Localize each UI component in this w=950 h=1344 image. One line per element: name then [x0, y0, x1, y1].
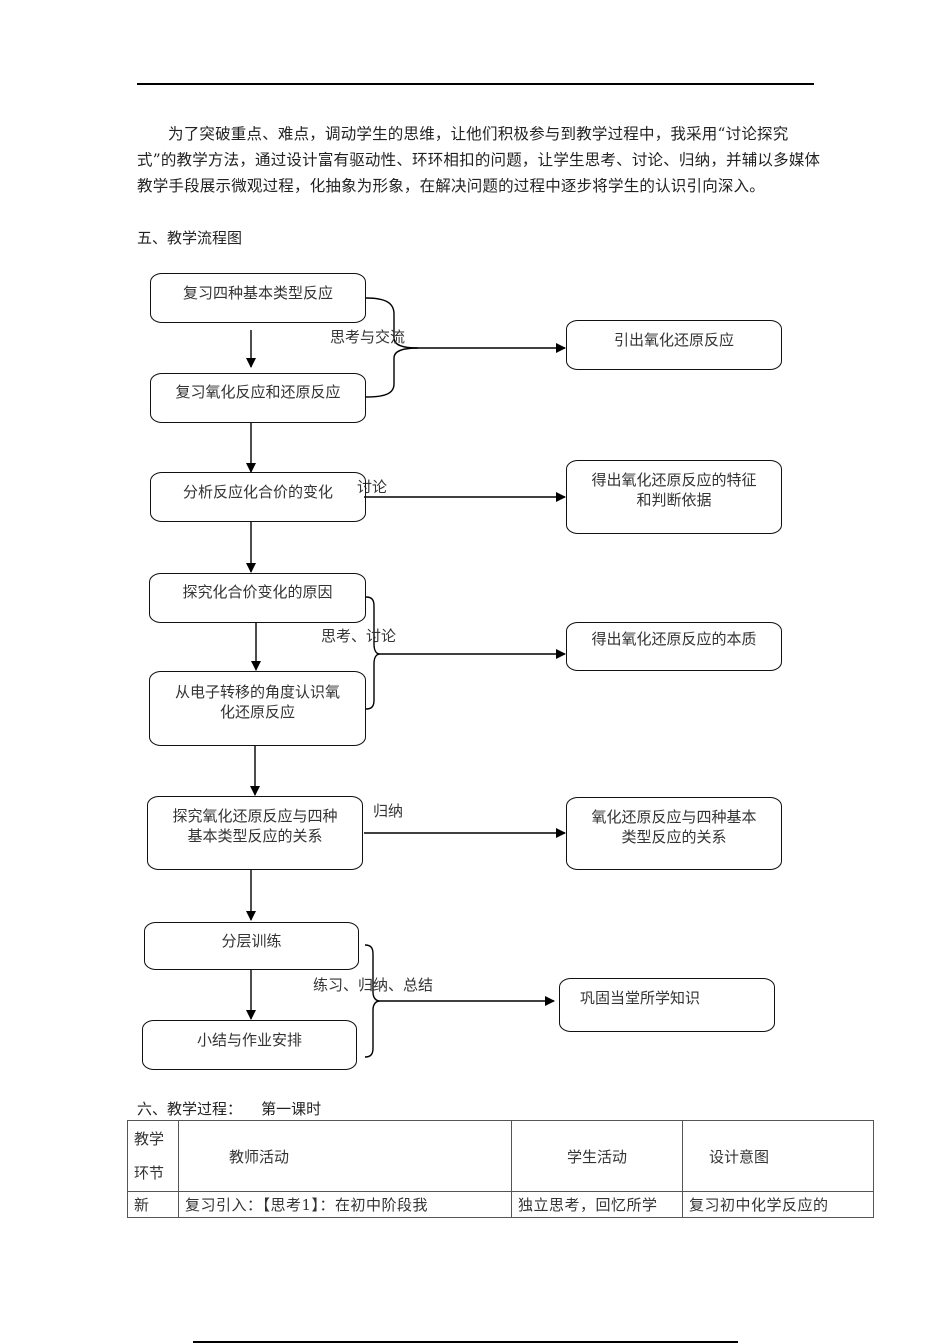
flow-box-review-four-types: 复习四种基本类型反应 [150, 273, 366, 323]
edge-label-summarize: 归纳 [373, 802, 404, 820]
header-cell-intent: 设计意图 [682, 1120, 874, 1192]
footer-rule [193, 1341, 738, 1343]
header-cell-stage: 教学 环节 [127, 1120, 179, 1192]
header-stage-line-1: 教学 [134, 1130, 165, 1148]
flow-box-layered-training: 分层训练 [144, 922, 359, 970]
edge-label-think-discuss: 思考、讨论 [321, 627, 397, 645]
intro-paragraph: 为了突破重点、难点，调动学生的思维，让他们积极参与到教学过程中，我采用“讨论探究… [137, 125, 821, 195]
teaching-process-table: 教学 环节 教师活动 学生活动 设计意图 新 复习引入：【思考1】：在初中阶段我… [127, 1120, 874, 1218]
section5-title: 五、教学流程图 [137, 229, 243, 247]
flow-box-introduce-redox: 引出氧化还原反应 [566, 320, 782, 370]
flow-box-explore-relation: 探究氧化还原反应与四种基本类型反应的关系 [147, 796, 363, 870]
box-text: 得出氧化还原反应的特征和判断依据 [591, 471, 757, 509]
cell-stage: 新 [127, 1191, 179, 1218]
flow-box-consolidate: 巩固当堂所学知识 [559, 978, 775, 1032]
flow-box-analyze-valence: 分析反应化合价的变化 [150, 472, 366, 522]
box-text: 探究化合价变化的原因 [182, 583, 333, 601]
box-text: 引出氧化还原反应 [613, 331, 734, 349]
header-rule [137, 83, 814, 85]
box-text: 分层训练 [221, 932, 282, 950]
box-text: 氧化还原反应与四种基本类型反应的关系 [591, 808, 757, 846]
box-text: 分析反应化合价的变化 [182, 483, 333, 501]
header-stage-line-2: 环节 [134, 1164, 165, 1182]
flow-box-redox-relation: 氧化还原反应与四种基本类型反应的关系 [566, 797, 782, 870]
box-text: 复习四种基本类型反应 [182, 284, 333, 302]
flow-box-review-oxidation-reduction: 复习氧化反应和还原反应 [150, 373, 366, 423]
box-text: 复习氧化反应和还原反应 [175, 383, 341, 401]
brace-5 [364, 944, 381, 1058]
box-text: 从电子转移的角度认识氧化还原反应 [174, 683, 340, 721]
header-cell-teacher: 教师活动 [178, 1120, 512, 1192]
cell-intent: 复习初中化学反应的 [682, 1191, 874, 1218]
table-header-row: 教学 环节 教师活动 学生活动 设计意图 [127, 1120, 874, 1192]
cell-student: 独立思考，回忆所学 [511, 1191, 683, 1218]
section6-title: 六、教学过程： 第一课时 [137, 1100, 322, 1118]
flow-box-redox-features: 得出氧化还原反应的特征和判断依据 [566, 460, 782, 534]
box-text: 小结与作业安排 [196, 1031, 302, 1049]
flow-box-electron-transfer: 从电子转移的角度认识氧化还原反应 [149, 671, 366, 746]
flow-box-summary-homework: 小结与作业安排 [142, 1020, 357, 1070]
flow-box-redox-essence: 得出氧化还原反应的本质 [566, 622, 782, 671]
cell-teacher: 复习引入：【思考1】：在初中阶段我 [178, 1191, 512, 1218]
header-cell-student: 学生活动 [511, 1120, 683, 1192]
box-text: 巩固当堂所学知识 [580, 989, 701, 1007]
brace-3 [365, 596, 381, 710]
table-row: 新 复习引入：【思考1】：在初中阶段我 独立思考，回忆所学 复习初中化学反应的 [127, 1191, 874, 1218]
edge-label-practice-summarize: 练习、归纳、总结 [313, 976, 434, 994]
flow-box-explore-valence-cause: 探究化合价变化的原因 [149, 573, 366, 623]
box-text: 探究氧化还原反应与四种基本类型反应的关系 [172, 807, 338, 845]
box-text: 得出氧化还原反应的本质 [591, 630, 757, 648]
edge-label-think-exchange: 思考与交流 [330, 328, 406, 346]
